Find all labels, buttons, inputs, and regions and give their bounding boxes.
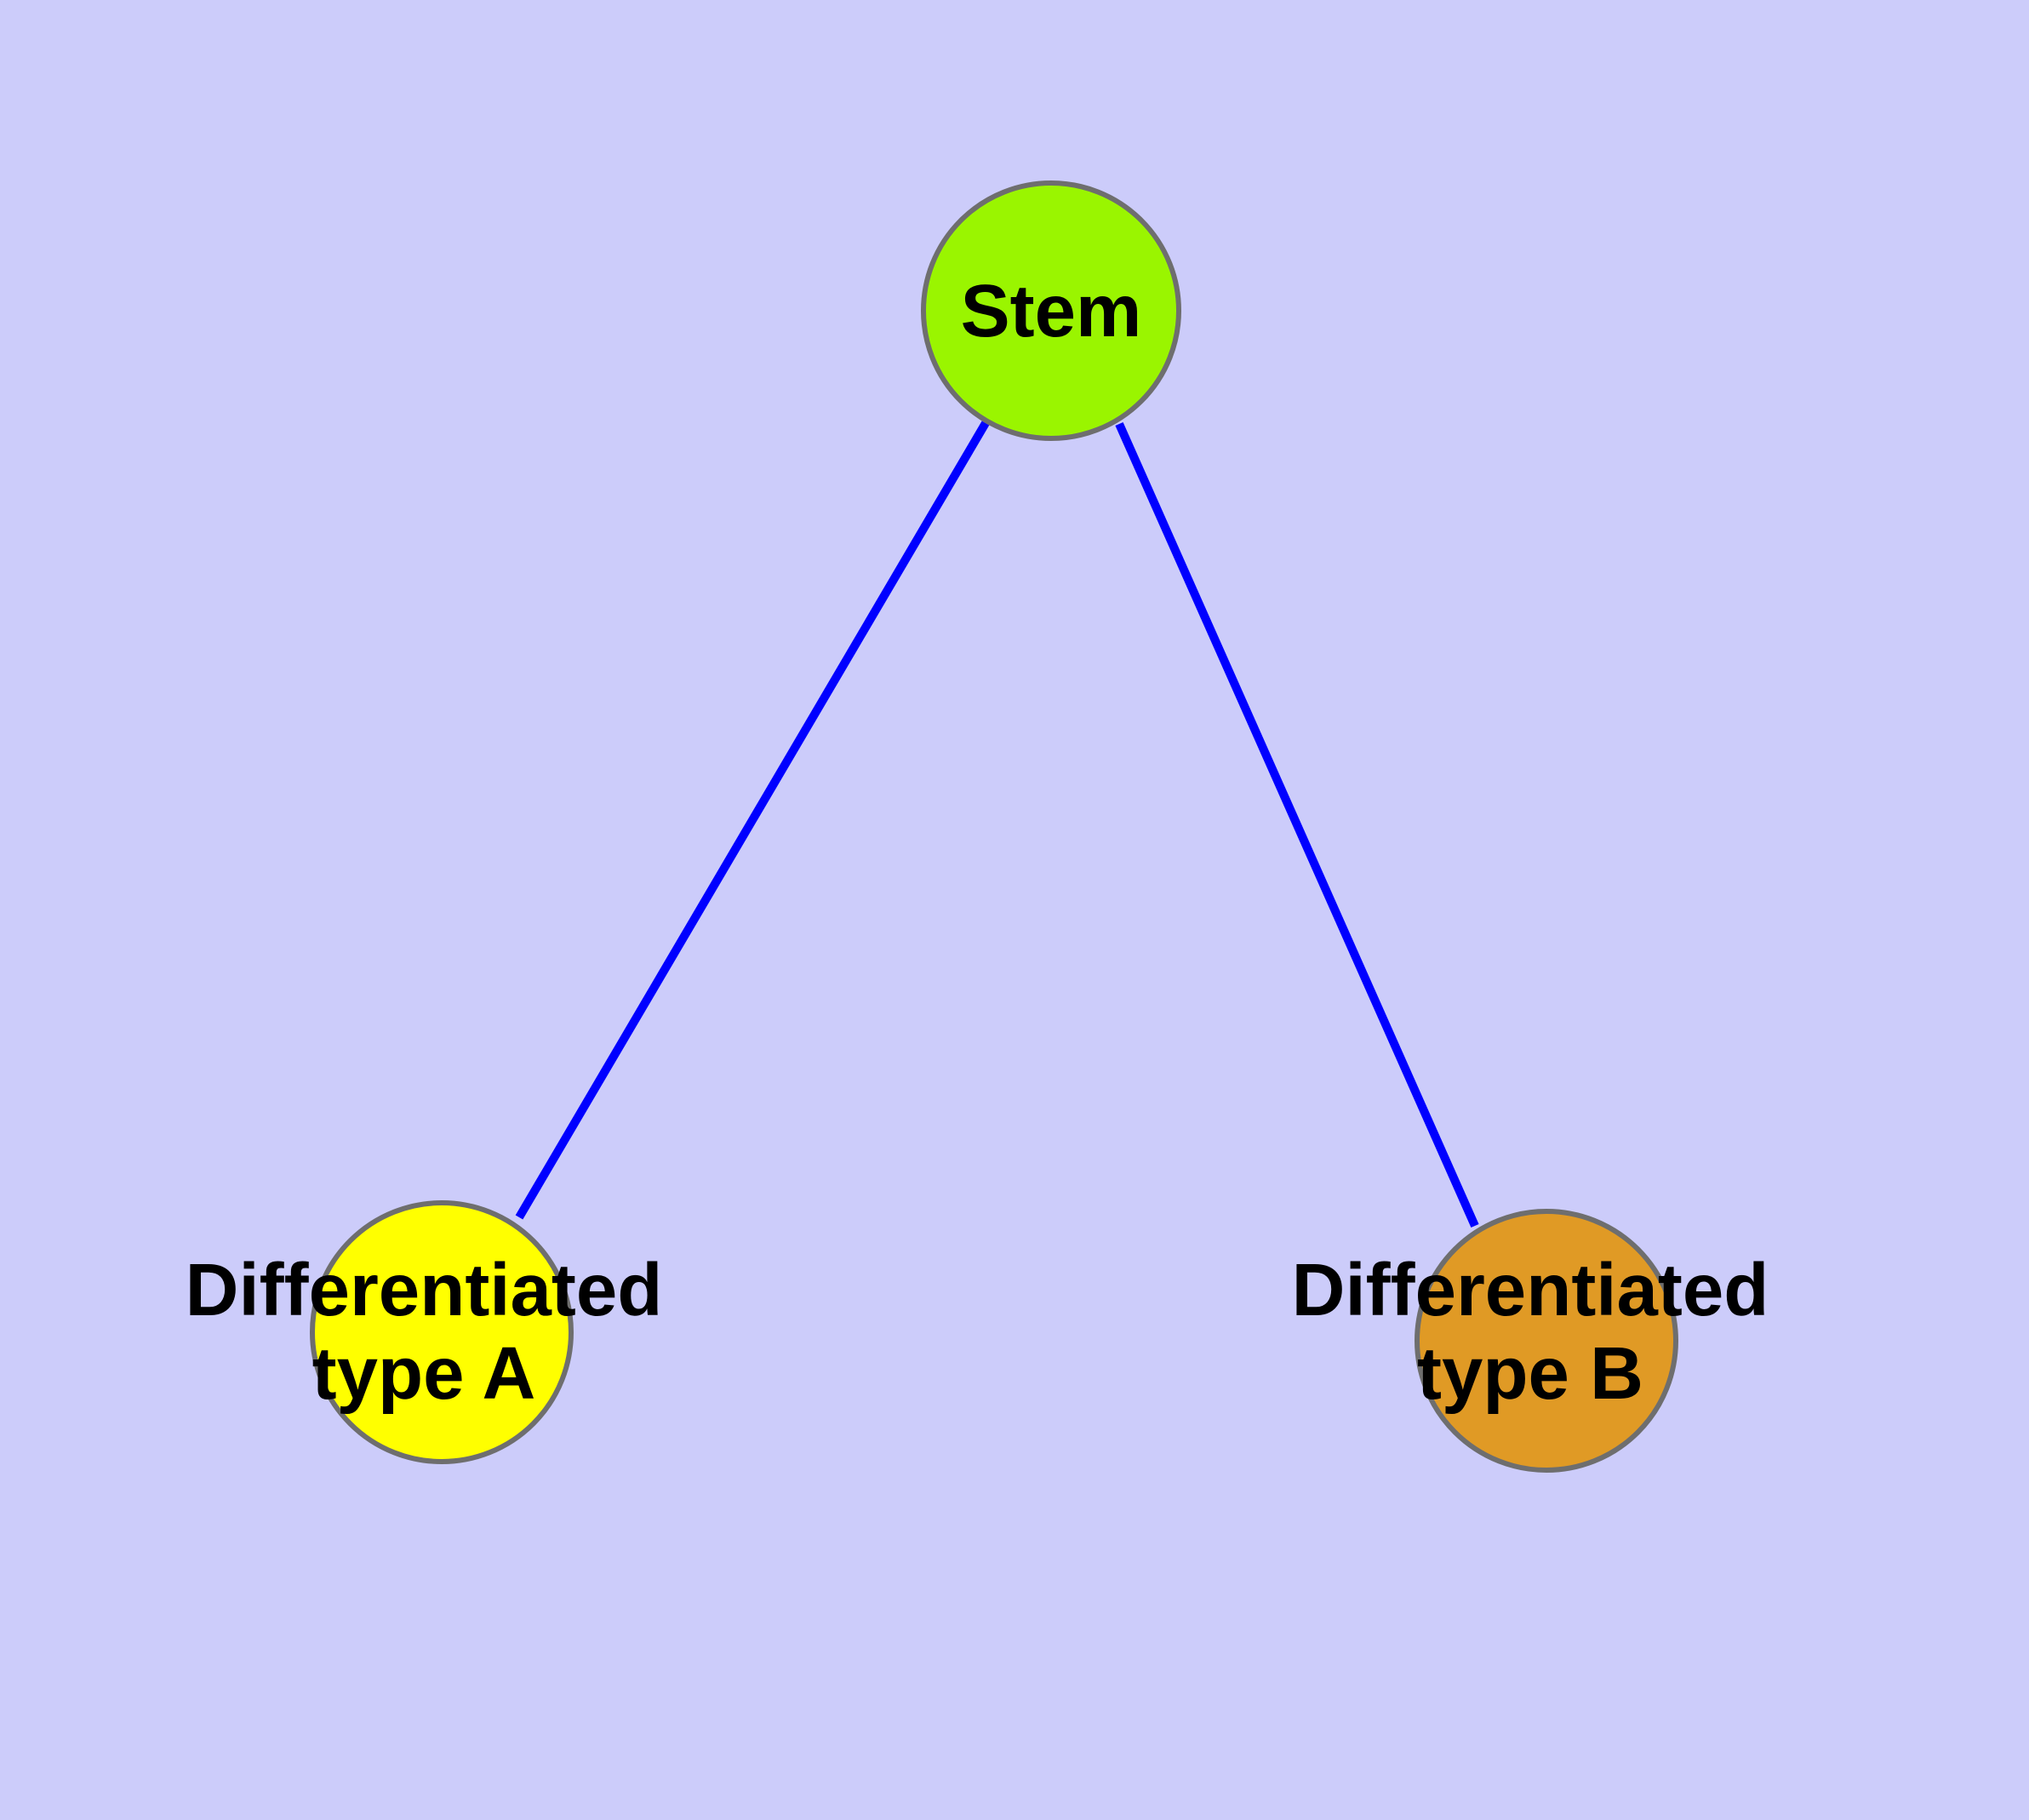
edge-stem-to-differentiated-type-a[interactable] bbox=[515, 421, 990, 1220]
edge-layer bbox=[515, 421, 1479, 1228]
node-stem[interactable] bbox=[921, 180, 1181, 441]
node-label-stem: Stem bbox=[961, 270, 1142, 352]
node-differentiated-type-a[interactable] bbox=[310, 1200, 574, 1464]
node-differentiated-type-b[interactable] bbox=[1415, 1209, 1678, 1473]
label-layer: Stem Differentiated type A Differentiate… bbox=[186, 270, 1769, 1415]
edge-stem-to-differentiated-type-b[interactable] bbox=[1115, 421, 1479, 1228]
node-layer bbox=[310, 180, 1678, 1473]
node-label-differentiated-type-a-line1: Differentiated bbox=[186, 1249, 663, 1331]
node-label-differentiated-type-b-line1: Differentiated bbox=[1292, 1249, 1769, 1331]
node-label-differentiated-type-b-line2: type B bbox=[1417, 1332, 1643, 1415]
node-label-differentiated-type-a-line2: type A bbox=[312, 1332, 536, 1415]
